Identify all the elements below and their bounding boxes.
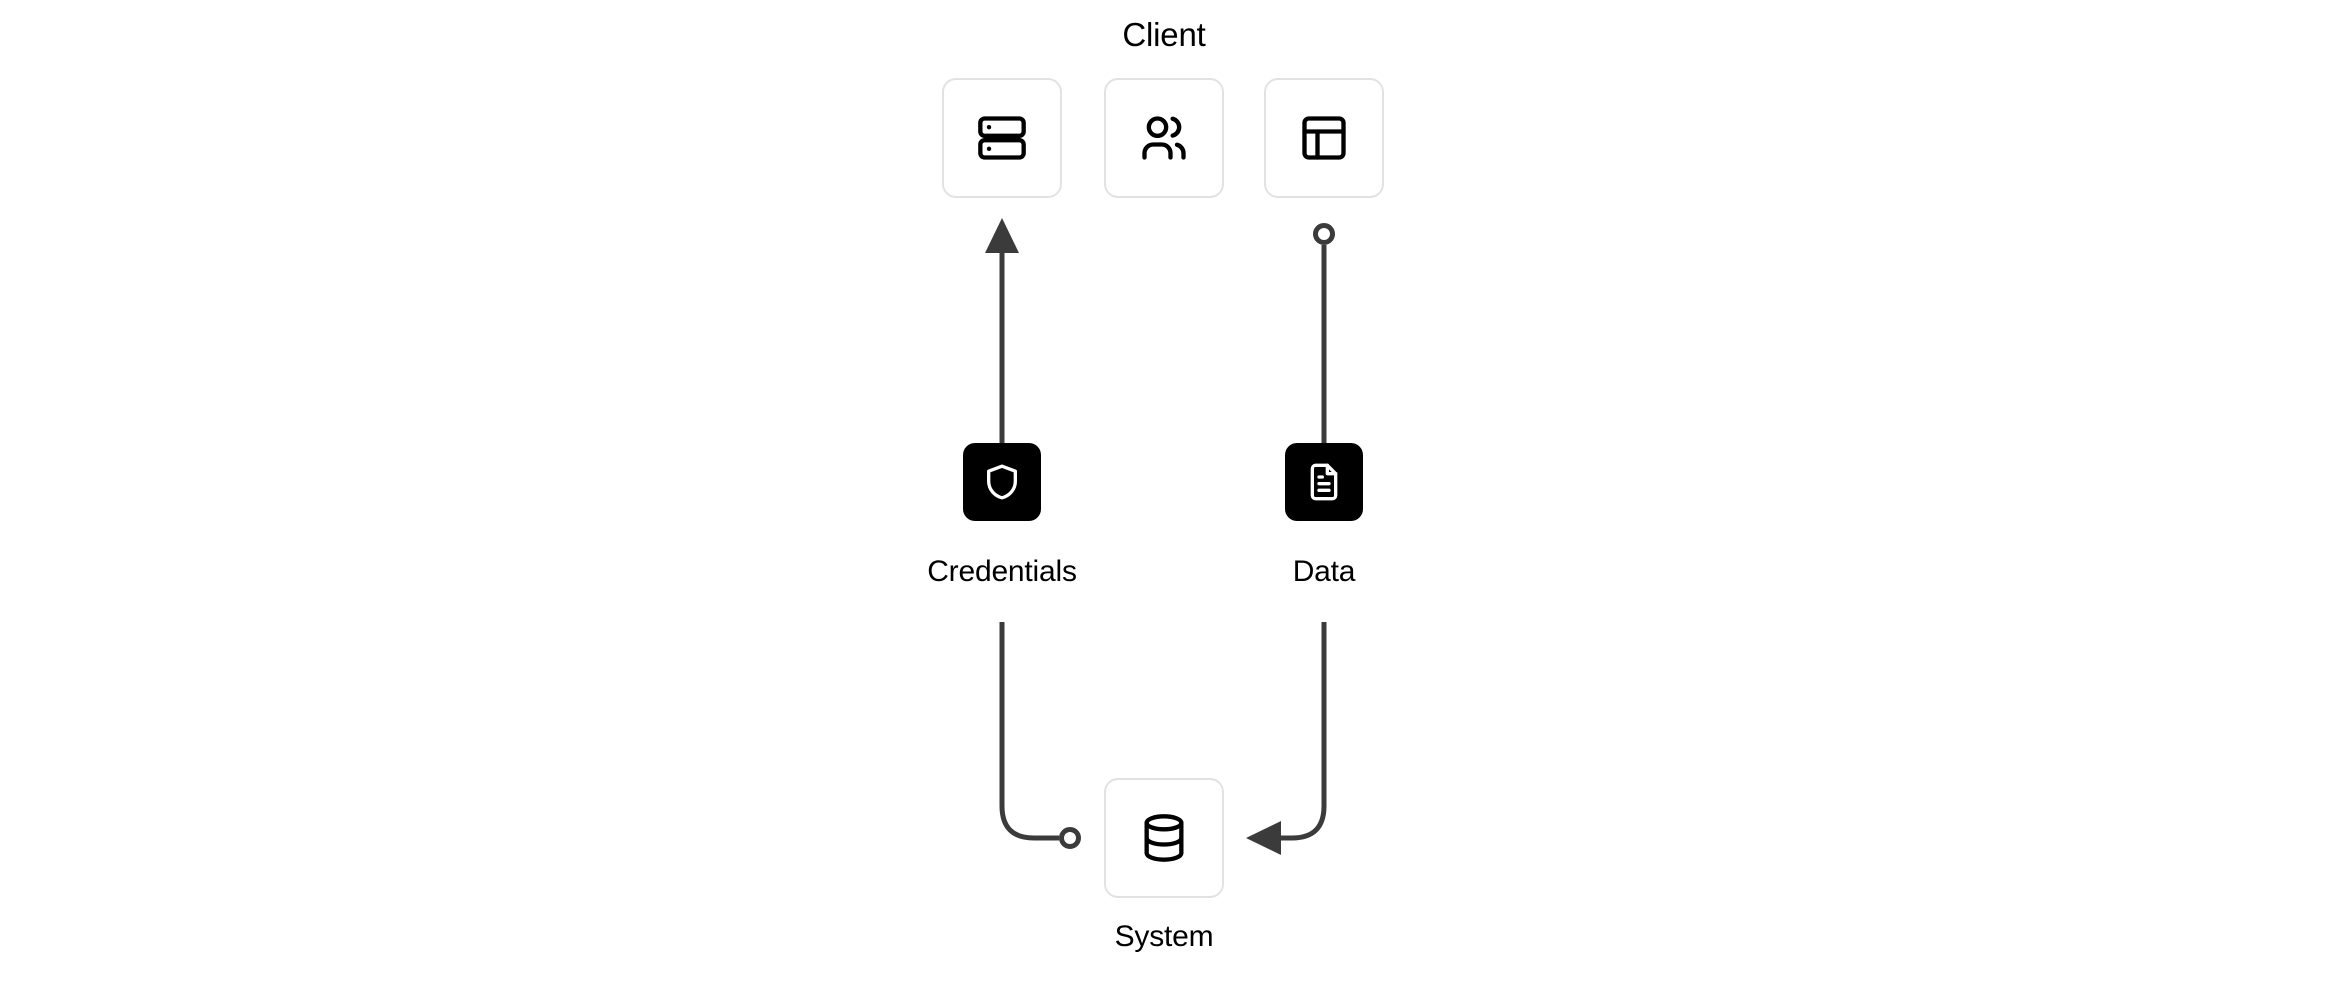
client-tile-layout[interactable] xyxy=(1264,78,1384,198)
server-icon xyxy=(976,112,1028,164)
edge-credentials-to-client xyxy=(985,218,1019,443)
node-system[interactable] xyxy=(1104,778,1224,898)
client-tile-users[interactable] xyxy=(1104,78,1224,198)
node-label-credentials: Credentials xyxy=(927,555,1077,588)
group-title-client: Client xyxy=(1122,16,1206,53)
users-icon xyxy=(1138,112,1190,164)
node-label-system: System xyxy=(1114,920,1214,953)
layout-panel-icon xyxy=(1298,112,1350,164)
node-data[interactable] xyxy=(1285,443,1363,521)
edge-client-to-data xyxy=(1313,223,1335,443)
database-icon xyxy=(1138,812,1190,864)
node-label-data: Data xyxy=(1292,555,1356,588)
client-tile-server[interactable] xyxy=(942,78,1062,198)
file-text-icon xyxy=(1304,462,1344,502)
node-credentials[interactable] xyxy=(963,443,1041,521)
edge-data-to-system xyxy=(1246,622,1327,855)
shield-icon xyxy=(982,462,1022,502)
edge-credentials-to-system xyxy=(999,622,1081,849)
